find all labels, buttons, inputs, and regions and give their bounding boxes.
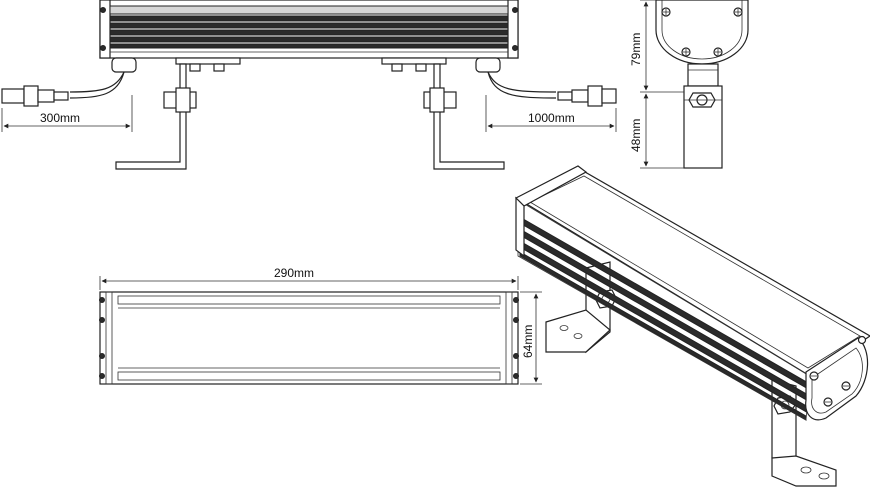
gland-left xyxy=(111,57,137,73)
front-view: 300mm 1000mm xyxy=(1,0,617,170)
dim-bracket-height: 48mm xyxy=(629,119,643,152)
cable-left xyxy=(69,71,125,99)
top-view: 290mm 64mm xyxy=(99,266,542,385)
bracket-right xyxy=(423,63,505,170)
dim-width: 64mm xyxy=(521,325,535,358)
iso-endcap xyxy=(805,337,869,421)
iso-fins xyxy=(517,199,811,421)
dim-cable-left: 300mm xyxy=(40,111,80,125)
dim-cable-right: 1000mm xyxy=(528,111,575,125)
front-endcap-right xyxy=(507,0,519,59)
top-body xyxy=(99,291,519,385)
gland-right xyxy=(475,57,501,73)
front-fins xyxy=(109,5,509,53)
connector-right xyxy=(557,85,617,107)
front-endcap-left xyxy=(99,0,111,59)
cable-right xyxy=(487,71,557,99)
connector-left xyxy=(1,85,69,107)
dim-head-height: 79mm xyxy=(629,33,643,66)
dim-length: 290mm xyxy=(274,266,314,280)
side-view: 79mm 48mm xyxy=(629,0,749,169)
top-screws xyxy=(99,297,519,379)
isometric-view xyxy=(514,165,870,487)
bracket-left xyxy=(115,63,197,170)
